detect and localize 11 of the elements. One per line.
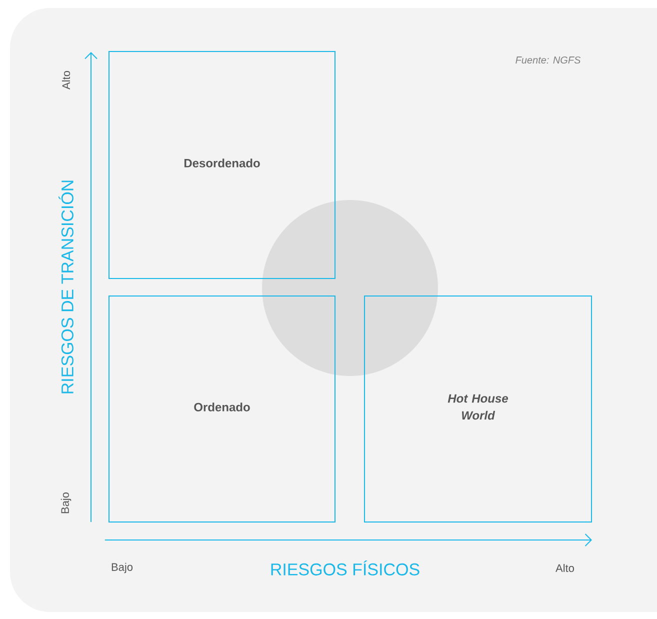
circle <box>262 200 438 376</box>
axis-tick-label: Bajo <box>60 492 72 514</box>
axis-tick-label: Alto <box>62 71 70 90</box>
source-note: Fuente: NGFS <box>516 56 581 64</box>
axis-title: RIESGOS FÍSICOS <box>271 560 420 576</box>
axis-tick-label: Bajo <box>112 562 133 574</box>
axis-tick-label: Alto <box>556 564 574 572</box>
quadrant-box: Hot House World <box>364 296 592 522</box>
quadrant-box: Desordenado <box>108 51 336 279</box>
quadrant-box: Ordenado <box>108 296 336 522</box>
axis-title: RIESGOS DE TRANSICIÓN <box>58 180 74 394</box>
